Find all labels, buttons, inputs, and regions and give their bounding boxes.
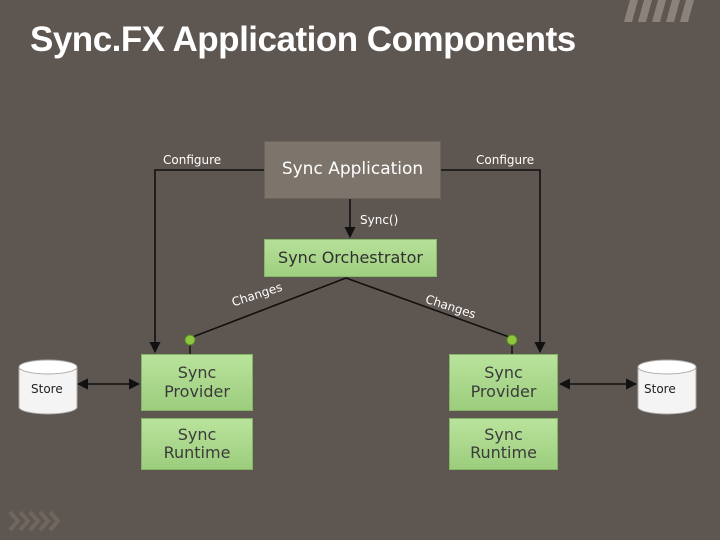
connector-dot-right — [506, 334, 518, 346]
store-right-label: Store — [644, 382, 676, 396]
changes-right-line — [345, 277, 513, 339]
sync-runtime-left-box: Sync Runtime — [141, 418, 253, 470]
sync-call-label: Sync() — [360, 213, 399, 227]
runtime-right-line1: Sync — [484, 424, 523, 444]
sync-runtime-right-box: Sync Runtime — [449, 418, 558, 470]
provider-right-line1: Sync — [484, 363, 523, 383]
store-left-label: Store — [31, 382, 63, 396]
sync-provider-left-box: Sync Provider — [141, 354, 253, 411]
connector-dot-left — [184, 334, 196, 346]
store-cylinder-icon — [637, 359, 697, 415]
configure-right-label: Configure — [476, 153, 535, 167]
provider-left-line2: Provider — [164, 381, 230, 401]
sync-provider-right-box: Sync Provider — [449, 354, 558, 411]
stripes-decoration-icon — [624, 0, 694, 22]
configure-left-label: Configure — [163, 153, 222, 167]
chevrons-decoration-icon — [8, 510, 61, 532]
provider-left-line1: Sync — [177, 363, 217, 383]
store-cylinder-icon — [18, 359, 78, 415]
slide-title: Sync.FX Application Components — [30, 20, 576, 59]
runtime-right-line2: Runtime — [470, 443, 537, 462]
changes-left-line — [189, 277, 347, 339]
configure-right-line — [441, 169, 546, 354]
runtime-left-line1: Sync — [177, 424, 217, 444]
runtime-left-line2: Runtime — [163, 443, 231, 462]
configure-left-line — [149, 169, 264, 354]
sync-orchestrator-box: Sync Orchestrator — [264, 239, 437, 277]
provider-right-line2: Provider — [470, 381, 537, 401]
sync-application-box: Sync Application — [264, 141, 441, 199]
